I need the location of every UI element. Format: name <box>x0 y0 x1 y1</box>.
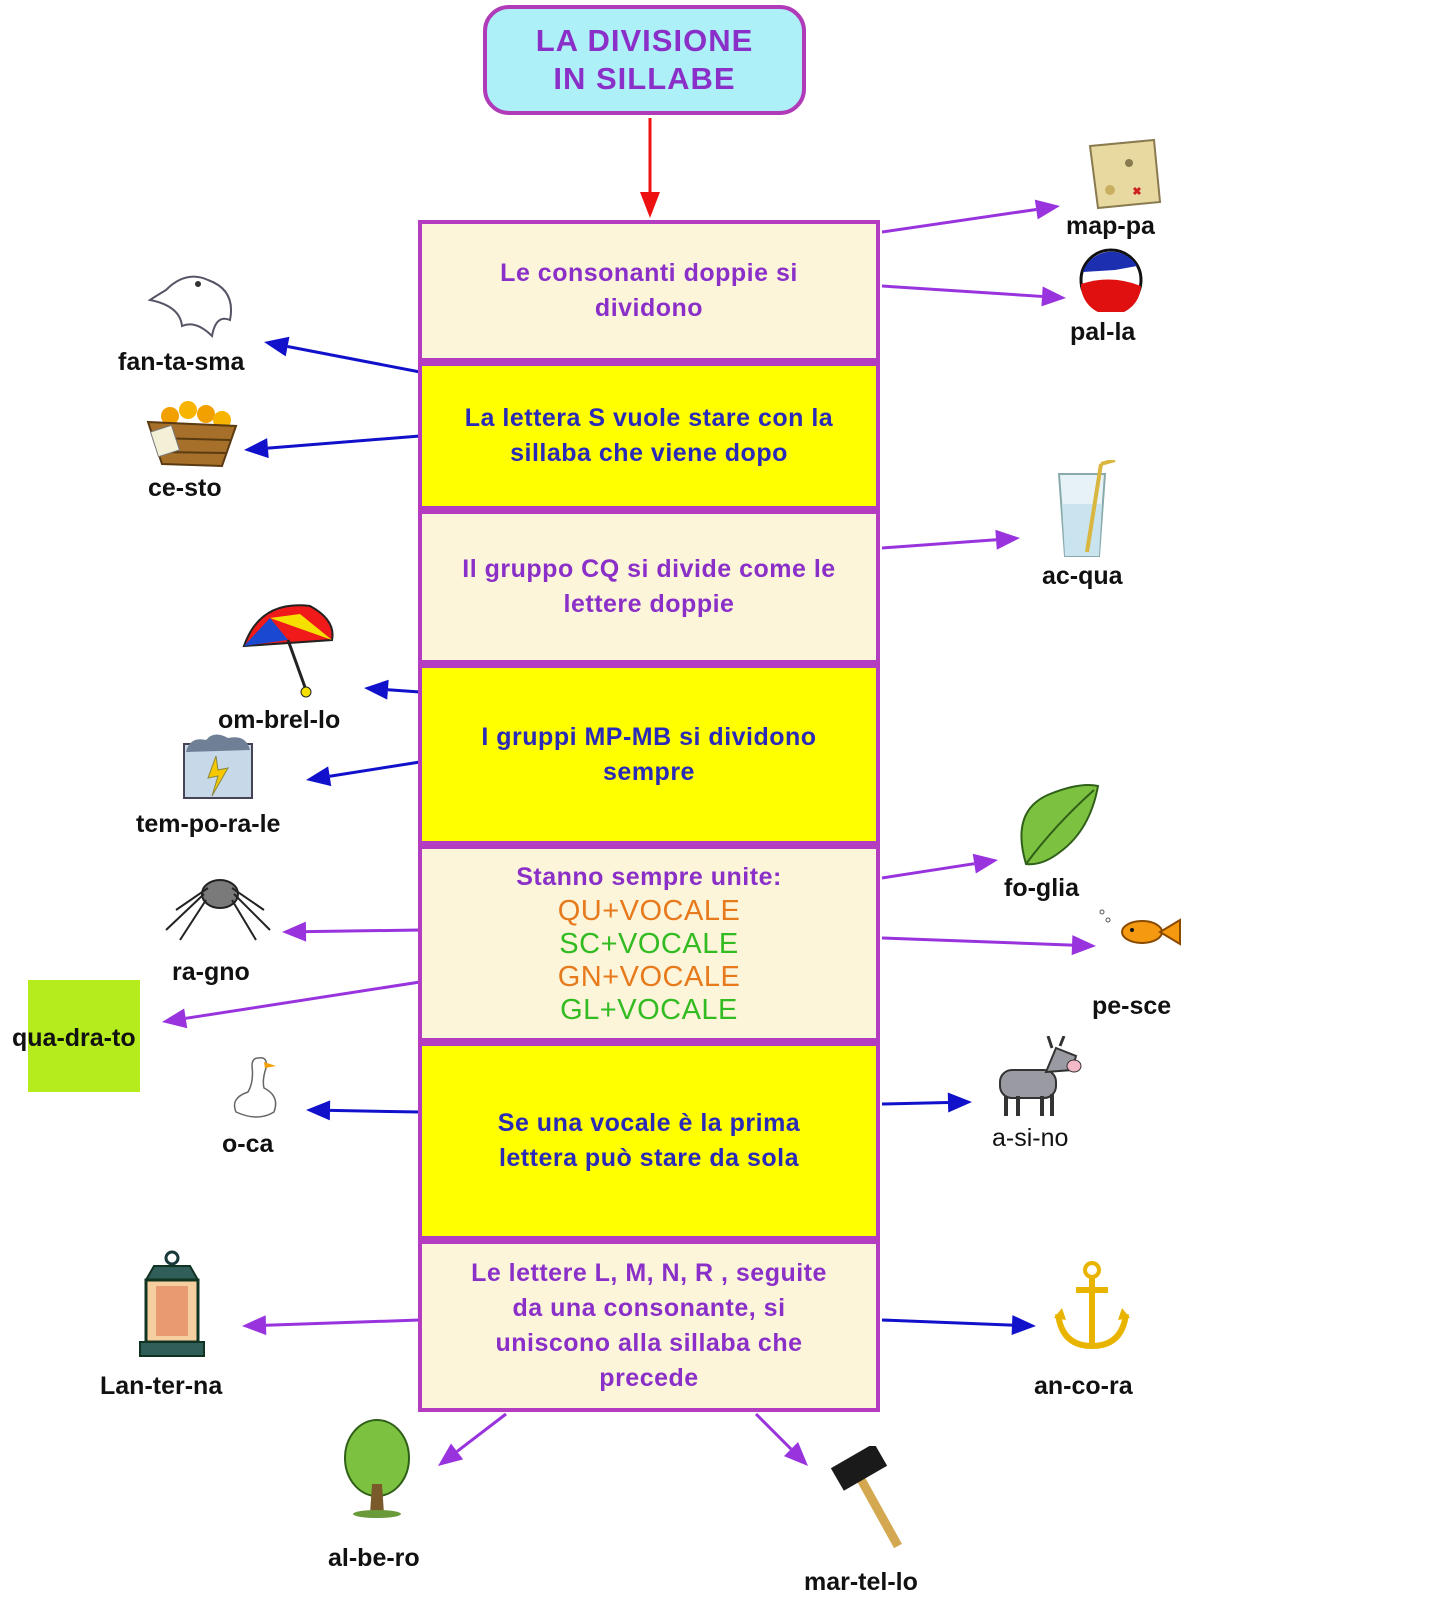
arrow-to-mappa <box>881 199 1060 234</box>
arrow-to-albero <box>438 1412 507 1466</box>
rule-text: dividono <box>594 294 704 322</box>
word-ragno: ra-gno <box>172 958 250 986</box>
arrow-to-temporale <box>306 760 421 787</box>
arrow-to-ancora <box>881 1315 1036 1336</box>
word-martello: mar-tel-lo <box>804 1568 918 1596</box>
goose-icon <box>233 1056 277 1118</box>
rule-text: La lettera S vuole stare con la <box>464 404 834 432</box>
donkey-icon <box>999 1036 1082 1116</box>
rule-text: lettera può stare da sola <box>498 1144 800 1172</box>
combo-sc: SC+VOCALE <box>559 928 739 960</box>
rule-text: lettere doppie <box>563 590 735 618</box>
word-lanterna: Lan-ter-na <box>100 1372 223 1400</box>
arrow-to-fantasma <box>264 336 421 374</box>
ghost-icon <box>147 275 232 339</box>
word-asino: a-si-no <box>992 1124 1069 1152</box>
anchor-icon <box>1054 1261 1130 1350</box>
combo-qu: QU+VOCALE <box>557 895 741 927</box>
rule-text: Se una vocale è la prima <box>497 1109 801 1137</box>
arrow-to-lanterna <box>242 1315 421 1336</box>
ball-icon <box>1079 248 1143 312</box>
map-icon <box>1088 138 1162 210</box>
basket-icon <box>146 401 238 468</box>
arrow-to-quadrato <box>162 980 421 1029</box>
combo-gn: GN+VOCALE <box>557 961 741 993</box>
rule-first-vowel: Se una vocale è la prima lettera può sta… <box>418 1042 880 1240</box>
arrow-to-pesce <box>881 935 1096 956</box>
rule-text: uniscono alla sillaba che <box>495 1329 803 1357</box>
rule-text: Stanno sempre unite: <box>516 863 782 891</box>
glass-icon <box>1057 460 1116 557</box>
tree-icon <box>344 1419 410 1518</box>
rule-double-consonants: Le consonanti doppie si dividono <box>418 220 880 362</box>
rule-text: sempre <box>603 757 695 786</box>
arrow-to-ragno <box>282 921 421 942</box>
word-temporale: tem-po-ra-le <box>136 810 281 838</box>
title-line-1: LA DIVISIONE <box>535 23 754 58</box>
umbrella-icon <box>242 604 334 698</box>
arrow-to-martello <box>754 1412 808 1466</box>
word-foglia: fo-glia <box>1004 874 1079 902</box>
storm-cloud-icon <box>183 734 253 799</box>
lantern-icon <box>139 1250 205 1357</box>
arrow-to-oca <box>306 1100 421 1121</box>
rule-groups-mp-mb: I gruppi MP-MB si dividono sempre <box>418 664 880 845</box>
rule-text: precede <box>599 1364 699 1392</box>
rule-text: Le lettere L, M, N, R , seguite <box>471 1259 827 1287</box>
rule-text: sillaba che viene dopo <box>510 439 788 467</box>
rule-text: I gruppi MP-MB si dividono <box>481 722 817 751</box>
word-ancora: an-co-ra <box>1034 1372 1133 1400</box>
arrow-to-foglia <box>881 853 998 880</box>
rule-text: Le consonanti doppie si <box>500 259 798 287</box>
word-pesce: pe-sce <box>1092 992 1172 1020</box>
word-fantasma: fan-ta-sma <box>118 348 245 376</box>
arrow-to-asino <box>881 1092 972 1113</box>
fish-icon <box>1099 909 1181 946</box>
word-acqua: ac-qua <box>1042 562 1123 590</box>
arrow-to-cesto <box>244 434 421 459</box>
rule-lmnr: Le lettere L, M, N, R , seguite da una c… <box>418 1240 880 1412</box>
word-mappa: map-pa <box>1066 212 1155 240</box>
arrow-to-ombrello <box>364 679 421 700</box>
rule-always-together: Stanno sempre unite: QU+VOCALE SC+VOCALE… <box>418 845 880 1042</box>
title-box: LA DIVISIONE IN SILLABE <box>483 5 806 115</box>
word-cesto: ce-sto <box>148 474 222 502</box>
word-albero: al-be-ro <box>328 1544 420 1572</box>
word-oca: o-ca <box>222 1130 274 1158</box>
combo-gl: GL+VOCALE <box>560 994 738 1026</box>
rule-text: da una consonante, si <box>512 1294 786 1322</box>
rule-text: Il gruppo CQ si divide come le <box>462 555 836 583</box>
hammer-icon <box>830 1446 902 1549</box>
title-line-2: IN SILLABE <box>553 61 736 96</box>
leaf-icon <box>1020 784 1100 866</box>
green-square <box>28 980 140 1092</box>
rule-letter-s: La lettera S vuole stare con la sillaba … <box>418 362 880 510</box>
arrow-to-palla <box>881 284 1066 307</box>
arrow-title-to-rules <box>640 118 660 218</box>
word-quadrato: qua-dra-to <box>12 1024 136 1052</box>
word-palla: pal-la <box>1070 318 1136 346</box>
spider-icon <box>165 879 271 941</box>
arrow-to-acqua <box>881 529 1020 550</box>
rule-group-cq: Il gruppo CQ si divide come le lettere d… <box>418 510 880 664</box>
word-ombrello: om-brel-lo <box>218 706 341 734</box>
